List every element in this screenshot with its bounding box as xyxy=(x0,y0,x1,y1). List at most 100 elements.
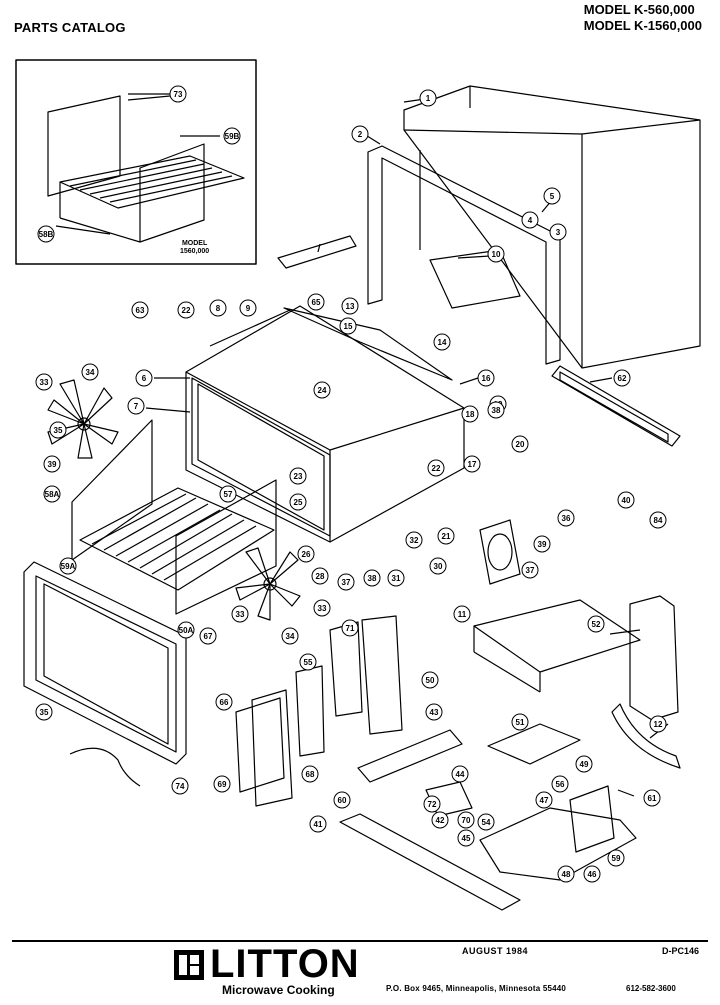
callout-circle xyxy=(43,455,61,473)
callout-48: 48 xyxy=(557,865,575,883)
callout-circle xyxy=(231,605,249,623)
callout-44: 44 xyxy=(451,765,469,783)
callout-label: 56 xyxy=(556,780,565,789)
callout-label: 60 xyxy=(338,796,347,805)
callout-circle xyxy=(557,865,575,883)
callout-59B: 59B xyxy=(223,127,241,145)
inset-rack xyxy=(47,95,245,243)
panel-55 xyxy=(295,665,325,757)
callout-circle xyxy=(341,297,359,315)
callout-label: 6 xyxy=(142,374,147,383)
callout-circle xyxy=(339,317,357,335)
callout-circle xyxy=(433,333,451,351)
callout-25: 25 xyxy=(289,493,307,511)
callout-13: 13 xyxy=(341,297,359,315)
callout-label: 73 xyxy=(174,90,183,99)
callout-label: 52 xyxy=(592,620,601,629)
callout-label: 31 xyxy=(392,574,401,583)
company-phone: 612-582-3600 xyxy=(626,984,676,993)
callout-circle xyxy=(643,789,661,807)
callout-62: 62 xyxy=(613,369,631,387)
frame-50 xyxy=(361,615,403,735)
callout-1: 1 xyxy=(419,89,437,107)
callout-59: 59 xyxy=(607,849,625,867)
callout-circle xyxy=(289,493,307,511)
callout-label: 50 xyxy=(426,676,435,685)
callout-label: 62 xyxy=(618,374,627,383)
callout-15: 15 xyxy=(339,317,357,335)
callout-3: 3 xyxy=(549,223,567,241)
callout-58A: 58A xyxy=(43,485,61,503)
callout-circle xyxy=(421,671,439,689)
callout-70: 70 xyxy=(457,811,475,829)
callout-label: 5 xyxy=(550,192,555,201)
callout-34a: 34 xyxy=(81,363,99,381)
inset-model-label: MODEL 1560,000 xyxy=(180,240,209,256)
callout-60: 60 xyxy=(333,791,351,809)
callout-label: 20 xyxy=(516,440,525,449)
fan-34b xyxy=(235,547,301,621)
callout-6: 6 xyxy=(135,369,153,387)
callout-61: 61 xyxy=(643,789,661,807)
callout-circle xyxy=(131,301,149,319)
brand-name: LITTON xyxy=(210,942,360,986)
callout-14: 14 xyxy=(433,333,451,351)
callout-4: 4 xyxy=(521,211,539,229)
callout-label: 24 xyxy=(318,386,327,395)
callout-52: 52 xyxy=(587,615,605,633)
callout-38a: 38 xyxy=(487,401,505,419)
callout-circle xyxy=(127,397,145,415)
bar-41 xyxy=(339,813,521,911)
callout-circle xyxy=(289,467,307,485)
company-address: P.O. Box 9465, Minneapolis, Minnesota 55… xyxy=(386,984,567,993)
brand-tagline: Microwave Cooking xyxy=(222,983,335,997)
callout-label: 11 xyxy=(458,610,467,619)
callout-67: 67 xyxy=(199,627,217,645)
callout-label: 34 xyxy=(86,368,95,377)
callout-49: 49 xyxy=(575,755,593,773)
callout-39: 39 xyxy=(43,455,61,473)
callout-label: 63 xyxy=(136,306,145,315)
callout-39b: 39 xyxy=(533,535,551,553)
callout-label: 12 xyxy=(654,720,663,729)
callout-circle xyxy=(583,865,601,883)
callout-label: 48 xyxy=(562,870,571,879)
litton-logo-icon xyxy=(174,950,204,980)
callout-label: 14 xyxy=(438,338,447,347)
callout-32: 32 xyxy=(405,531,423,549)
callout-22a: 22 xyxy=(177,301,195,319)
callout-36: 36 xyxy=(557,509,575,527)
callout-10: 10 xyxy=(487,245,505,263)
callout-23: 23 xyxy=(289,467,307,485)
callout-circle xyxy=(613,369,631,387)
callout-9: 9 xyxy=(239,299,257,317)
callout-7: 7 xyxy=(127,397,145,415)
callout-20: 20 xyxy=(511,435,529,453)
rack-59A xyxy=(79,487,275,591)
callout-label: 42 xyxy=(436,816,445,825)
callout-35: 35 xyxy=(49,421,67,439)
base-11 xyxy=(473,599,641,673)
callout-label: 55 xyxy=(304,658,313,667)
callout-circle xyxy=(337,573,355,591)
callout-label: 46 xyxy=(588,870,597,879)
callout-circle xyxy=(535,791,553,809)
callout-circle xyxy=(209,299,227,317)
callout-label: 33 xyxy=(40,378,49,387)
bracket-8 xyxy=(277,235,357,269)
callout-label: 39 xyxy=(48,460,57,469)
callout-label: 51 xyxy=(516,718,525,727)
callout-label: 41 xyxy=(314,820,323,829)
callout-22b: 22 xyxy=(427,459,445,477)
callout-label: 16 xyxy=(482,374,491,383)
shelf-58A xyxy=(71,419,153,561)
callout-label: 4 xyxy=(528,216,533,225)
callout-71: 71 xyxy=(341,619,359,637)
power-cord xyxy=(69,747,141,787)
callout-label: 40 xyxy=(622,496,631,505)
model-line-2: MODEL K-1560,000 xyxy=(583,18,702,33)
callout-circle xyxy=(429,557,447,575)
callout-circle xyxy=(301,765,319,783)
callout-circle xyxy=(313,599,331,617)
